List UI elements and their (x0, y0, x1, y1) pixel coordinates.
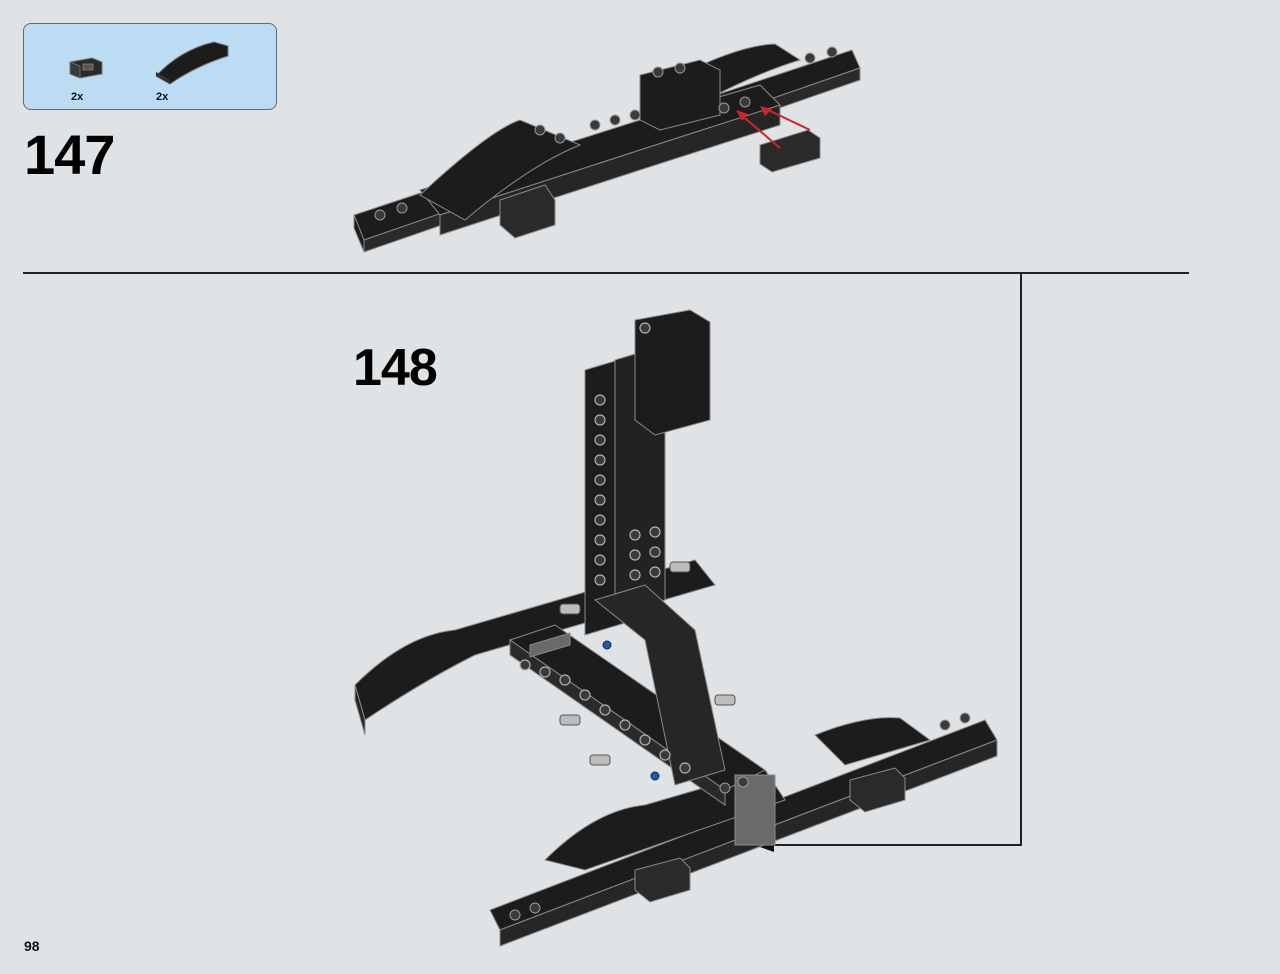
step-148-model-illustration (354, 309, 998, 947)
step-number: 147 (24, 123, 115, 186)
step-divider (23, 272, 1189, 274)
callout-line (1020, 272, 1022, 845)
bracket-plate-part-icon (66, 50, 106, 87)
page-number: 98 (24, 938, 40, 954)
parts-list-box: 2x 2x (23, 23, 277, 110)
curved-slope-part-icon (152, 36, 232, 91)
part-quantity: 2x (71, 91, 84, 103)
callout-line (770, 844, 1022, 846)
part-quantity: 2x (156, 91, 169, 103)
step-number: 148 (353, 339, 438, 397)
step-147-model-illustration (353, 43, 861, 253)
